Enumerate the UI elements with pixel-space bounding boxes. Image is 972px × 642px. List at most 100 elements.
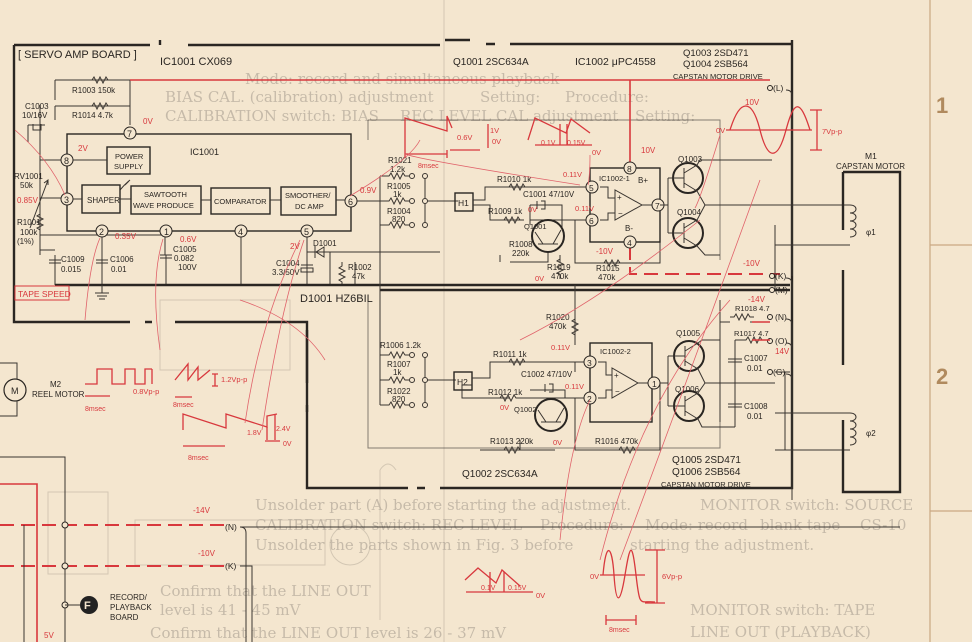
smoother-label: SMOOTHER/ bbox=[285, 191, 331, 200]
q1002-part-label: Q1002 2SC634A bbox=[462, 469, 538, 480]
record-playback-board-label: BOARD bbox=[110, 613, 139, 622]
waveform-labels: 8msec 0.6V 1V 0V 0.1V 0.15V 0V 0V 7Vp-p … bbox=[85, 126, 842, 634]
r1022-label: 820 bbox=[392, 395, 406, 404]
connector-O: (O) bbox=[775, 336, 787, 346]
r1004-label: 820 bbox=[392, 215, 406, 224]
ghost-text-line: Confirm that the LINE OUT bbox=[160, 582, 371, 600]
opamp-plus: + bbox=[614, 371, 619, 380]
board-title: [ SERVO AMP BOARD ] bbox=[18, 49, 137, 61]
ghost-text: Mode: record and simultaneous playback bbox=[245, 70, 560, 88]
margin-zones: 1 2 bbox=[929, 0, 972, 642]
m2-label: REEL MOTOR bbox=[32, 390, 85, 399]
pin-number: 1 bbox=[652, 379, 657, 389]
sawtooth-label: SAWTOOTH bbox=[144, 190, 187, 199]
saw2-zero: 0V bbox=[592, 148, 601, 157]
sine2-zero: 0V bbox=[590, 572, 599, 581]
q1003-part-label: Q1003 2SD471 bbox=[683, 48, 749, 59]
capstan-motor-m1: M1 CAPSTAN MOTOR φ1 φ2 bbox=[836, 151, 905, 494]
sine1-amplitude: 7Vp-p bbox=[822, 127, 842, 136]
saw2-high: 0.15V bbox=[567, 140, 586, 147]
m1-label: M1 bbox=[865, 151, 877, 161]
board-f-letter: F bbox=[84, 600, 91, 612]
voltage-pin6: 0.9V bbox=[360, 186, 377, 195]
connector-N: (N) bbox=[775, 312, 787, 322]
ghost-text: REC LEVEL CAL adjustment bbox=[400, 107, 618, 125]
voltage-b-plus: 10V bbox=[641, 146, 656, 155]
r1003-label: R1003 150k bbox=[72, 86, 116, 95]
voltage-bus-n: -14V bbox=[193, 506, 211, 515]
sine2-period: 8msec bbox=[609, 627, 630, 634]
voltage-bus-k: -10V bbox=[198, 549, 216, 558]
voltage-pin7: 0V bbox=[143, 117, 153, 126]
r1004-label: R1004 bbox=[387, 207, 411, 216]
q1004-part-label: Q1004 2SB564 bbox=[683, 59, 748, 70]
connector-L: (L) bbox=[773, 83, 784, 93]
ghost-text: MONITOR switch: TAPE bbox=[690, 601, 875, 619]
voltage-pin5: 2V bbox=[290, 242, 300, 251]
connector-K-bottom: (K) bbox=[225, 561, 237, 571]
ghost-text: Mode: record bbox=[645, 516, 748, 534]
q1001-part-label: Q1001 2SC634A bbox=[453, 57, 529, 68]
r1010-label: R1010 1k bbox=[497, 175, 532, 184]
ghost-text: Setting: bbox=[635, 107, 695, 125]
ic1002-1-label: IC1002-1 bbox=[599, 174, 630, 183]
sine2-amplitude: 6Vp-p bbox=[662, 572, 682, 581]
r1020-label: R1020 bbox=[546, 313, 570, 322]
opamp-plus: + bbox=[617, 193, 622, 202]
q1003-label: Q1003 bbox=[678, 155, 703, 164]
ghost-text: Procedure: bbox=[565, 88, 649, 106]
r1019-label: 470k bbox=[551, 272, 569, 281]
ghost-text: LINE OUT (PLAYBACK) bbox=[690, 623, 871, 641]
ic1001-label: IC1001 bbox=[190, 147, 219, 157]
opamp-minus: − bbox=[618, 209, 623, 218]
c1007-label: C1007 bbox=[744, 354, 768, 363]
smoother-block bbox=[280, 186, 337, 216]
c1009-label: 0.015 bbox=[61, 265, 82, 274]
voltage-bus-5v: 5V bbox=[44, 631, 54, 640]
r1021-label: 1.2k bbox=[390, 165, 406, 174]
q1001-transistor bbox=[531, 219, 565, 253]
c1001-label: C1001 47/10V bbox=[523, 190, 575, 199]
ghost-text-line: level is 41 - 45 mV bbox=[160, 601, 302, 619]
ghost-text: CS-10 bbox=[860, 516, 906, 534]
r1002-label: 47k bbox=[352, 272, 366, 281]
voltage-pin1: 0.6V bbox=[180, 235, 197, 244]
c1003-label: C1003 bbox=[25, 102, 49, 111]
q1006-label: Q1006 bbox=[675, 385, 700, 394]
ghost-text: CALIBRATION switch: BIAS bbox=[165, 107, 379, 125]
zone-number-2: 2 bbox=[936, 364, 948, 389]
board-f-marker bbox=[80, 596, 98, 614]
square-period: 8msec bbox=[85, 406, 106, 413]
pin-number: 4 bbox=[238, 227, 243, 237]
ghost-text: MONITOR switch: SOURCE bbox=[700, 496, 913, 514]
opamp-minus: − bbox=[615, 387, 620, 396]
phi2-label: φ2 bbox=[866, 429, 876, 438]
waveforms bbox=[14, 105, 822, 625]
pin-number: 5 bbox=[589, 183, 594, 193]
ghost-text: BIAS CAL. (calibration) adjustment bbox=[165, 88, 434, 106]
voltage-q1002-emitter: 0V bbox=[553, 438, 562, 447]
connector-N-bottom: (N) bbox=[225, 522, 237, 532]
voltage-rail-n: -14V bbox=[748, 295, 766, 304]
saw5-zero: 0V bbox=[536, 591, 545, 600]
saw1-high: 1V bbox=[490, 126, 499, 135]
c1006-label: 0.01 bbox=[111, 265, 127, 274]
voltage-pin3: 0.85V bbox=[17, 196, 39, 205]
reel-motor-and-bus: M M2 REEL MOTOR (N) (K) F RECORD/ PLAYBA… bbox=[0, 362, 900, 642]
r1015-label: R1015 bbox=[596, 264, 620, 273]
pin-number: 4 bbox=[627, 238, 632, 248]
r1007-label: R1007 bbox=[387, 360, 411, 369]
r1011-label: R1011 1k bbox=[493, 350, 528, 359]
ghost-text: CALIBRATION switch: REC LEVEL bbox=[255, 516, 522, 534]
r1020-label: 470k bbox=[549, 322, 567, 331]
tape-speed-box bbox=[14, 285, 70, 301]
c1006-label: C1006 bbox=[110, 255, 134, 264]
h2-box bbox=[453, 371, 473, 391]
c1002-label: C1002 47/10V bbox=[521, 370, 573, 379]
ic1001-component-labels: R1003 150k R1014 4.7k C1003 10/16V RV100… bbox=[14, 86, 372, 301]
pin-number: 2 bbox=[99, 227, 104, 237]
pin-number: 1 bbox=[164, 227, 169, 237]
voltage-ic1002-1-pin5: 0.11V bbox=[563, 170, 582, 179]
